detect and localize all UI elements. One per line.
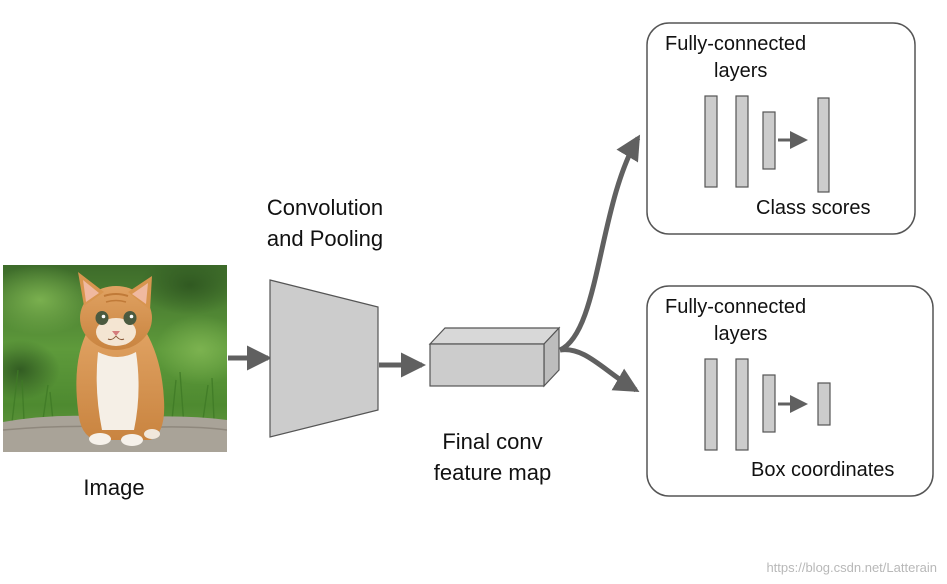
box-coord-bar <box>817 382 831 426</box>
feature-map-block <box>428 326 561 388</box>
watermark-text: https://blog.csdn.net/Latterain <box>766 560 937 575</box>
feature-label-line2: feature map <box>433 460 552 485</box>
box-branch-title-line1: Fully-connected <box>665 296 807 318</box>
arrow-to-class-branch <box>558 134 641 353</box>
class-branch-title-line1: Fully-connected <box>665 33 807 55</box>
feature-label-line1: Final conv <box>442 429 543 454</box>
fc-layer-bar <box>704 358 718 451</box>
conv-label-line1: Convolution <box>266 195 384 220</box>
conv-label-line2: and Pooling <box>266 226 384 251</box>
fc-layer-bar <box>704 95 718 188</box>
fc-layer-bar <box>762 111 776 170</box>
box-coordinates-label: Box coordinates <box>751 459 895 481</box>
class-score-bar <box>817 97 830 193</box>
conv-pooling-block <box>269 279 379 438</box>
fc-layer-bar <box>735 358 749 451</box>
image-label: Image <box>83 475 145 500</box>
kitten-photo <box>3 265 227 452</box>
box-branch-box <box>646 285 934 497</box>
arrow-to-box-branch <box>559 347 640 393</box>
fc-layer-bar <box>762 374 776 433</box>
box-branch-title-line2: layers <box>714 323 768 345</box>
fc-layer-bar <box>735 95 749 188</box>
class-branch-title-line2: layers <box>714 60 768 82</box>
class-scores-label: Class scores <box>756 197 871 219</box>
